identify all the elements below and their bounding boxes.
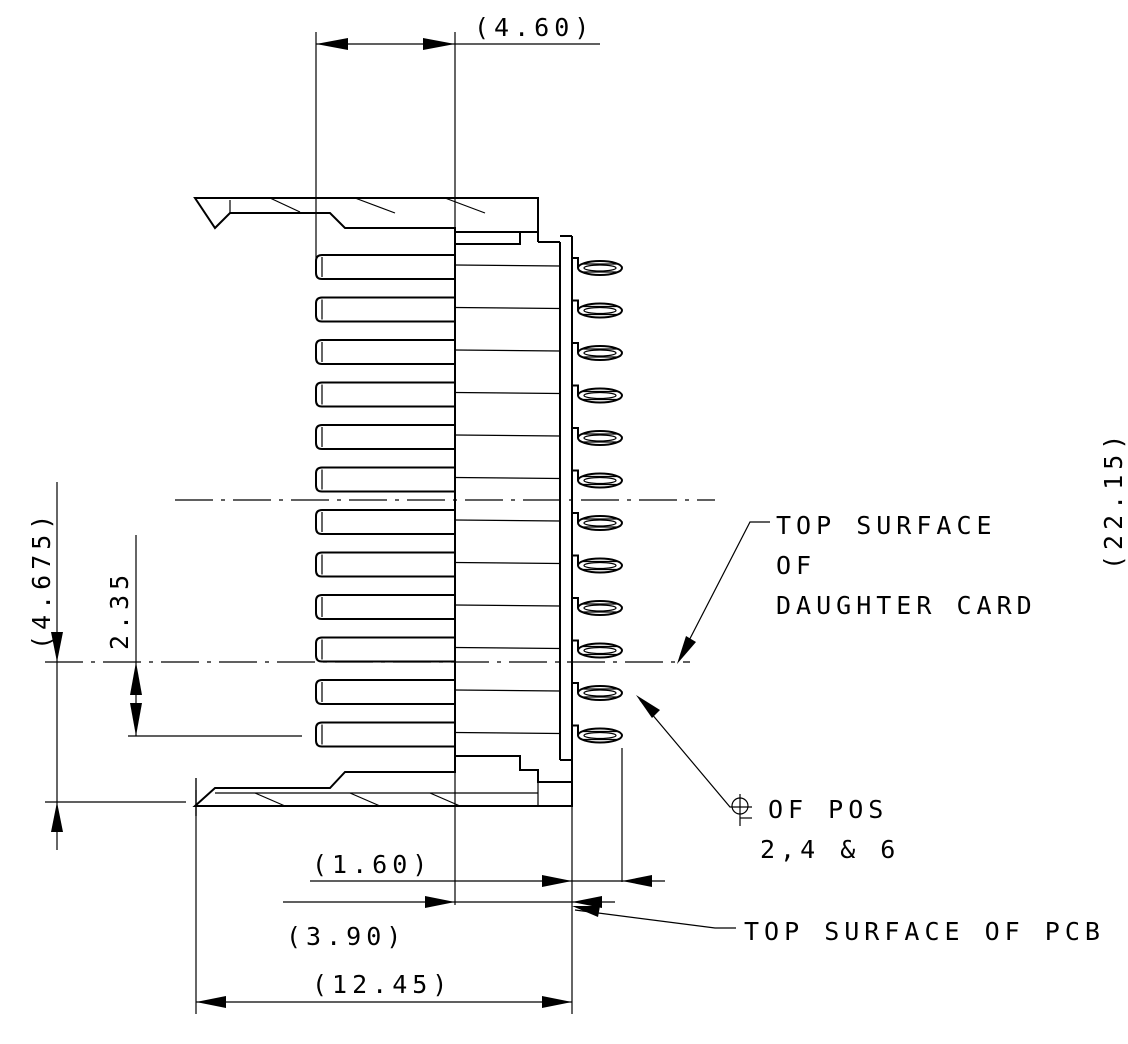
spring-outer bbox=[577, 430, 623, 446]
spring-outer bbox=[577, 345, 623, 361]
contact-blade bbox=[315, 254, 455, 280]
spring-contact bbox=[572, 342, 623, 361]
spring-stem bbox=[572, 469, 579, 481]
spring-outer bbox=[577, 685, 623, 701]
housing-body bbox=[454, 231, 573, 782]
spring-stem bbox=[572, 512, 579, 523]
callout-pcb: TOP SURFACE OF PCB bbox=[744, 917, 1105, 946]
spring-outer bbox=[577, 472, 623, 489]
spring-stem bbox=[572, 639, 579, 651]
spring-stem bbox=[572, 554, 579, 566]
contact-blade bbox=[315, 339, 455, 365]
leader-lines bbox=[572, 521, 770, 929]
contact-lead bbox=[454, 561, 561, 565]
upper-flange bbox=[193, 197, 539, 245]
spring-inner bbox=[583, 604, 617, 612]
callout-centerline-line1: OF POS bbox=[768, 795, 888, 824]
spring-outer bbox=[577, 727, 623, 744]
spring-contacts bbox=[572, 257, 623, 744]
spring-contact bbox=[572, 682, 623, 701]
callout-daughter-line2: OF bbox=[776, 551, 816, 580]
lower-flange bbox=[192, 755, 573, 807]
contact-leads bbox=[454, 264, 561, 735]
contact-blade bbox=[315, 636, 455, 663]
contact-blades bbox=[315, 254, 455, 748]
spring-contact bbox=[572, 639, 623, 659]
spring-contact bbox=[572, 554, 623, 574]
contact-blade bbox=[315, 466, 455, 493]
contact-blade bbox=[315, 721, 455, 748]
contact-blade bbox=[315, 381, 455, 408]
callout-centerline-line2: 2,4 & 6 bbox=[760, 835, 900, 864]
spring-contact bbox=[572, 597, 623, 616]
spring-outer bbox=[577, 642, 623, 659]
spring-inner bbox=[583, 434, 617, 442]
spring-contact bbox=[572, 299, 623, 319]
spring-stem bbox=[572, 427, 579, 438]
spring-stem bbox=[572, 724, 579, 736]
dim-right-edge: (22.15) bbox=[1099, 430, 1128, 570]
spring-stem bbox=[572, 299, 579, 311]
dimension-lines bbox=[51, 38, 665, 1014]
dim-contact-offset: (1.60) bbox=[312, 850, 432, 879]
spring-contact bbox=[572, 724, 623, 744]
spring-inner bbox=[583, 306, 617, 315]
contact-lead bbox=[454, 391, 561, 395]
spring-contact bbox=[572, 427, 623, 446]
spring-outer bbox=[577, 600, 623, 616]
spring-contact bbox=[572, 257, 623, 276]
contact-lead bbox=[454, 731, 561, 735]
spring-contact bbox=[572, 384, 623, 404]
spring-stem bbox=[572, 682, 579, 693]
contact-lead bbox=[454, 646, 561, 650]
contact-lead bbox=[454, 434, 561, 437]
contact-lead bbox=[454, 476, 561, 480]
contact-lead bbox=[454, 604, 561, 607]
spring-contact bbox=[572, 469, 623, 489]
spring-inner bbox=[583, 561, 617, 570]
spring-stem bbox=[572, 342, 579, 353]
contact-blade bbox=[315, 424, 455, 450]
spring-inner bbox=[583, 264, 617, 272]
spring-outer bbox=[577, 260, 623, 276]
dim-pcb-offset: (3.90) bbox=[286, 922, 406, 951]
spring-inner bbox=[583, 689, 617, 697]
spring-inner bbox=[583, 731, 617, 740]
spring-outer bbox=[577, 515, 623, 531]
spring-inner bbox=[583, 646, 617, 655]
spring-contact bbox=[572, 512, 623, 531]
dim-left-height: (4.675) bbox=[27, 510, 56, 650]
extension-lines bbox=[45, 32, 623, 905]
dim-overall-length: (12.45) bbox=[312, 970, 452, 999]
contact-blade bbox=[315, 509, 455, 535]
spring-outer bbox=[577, 557, 623, 574]
spring-inner bbox=[583, 391, 617, 400]
contact-blade bbox=[315, 679, 455, 705]
callout-daughter-line1: TOP SURFACE bbox=[776, 511, 997, 540]
spring-stem bbox=[572, 257, 579, 268]
spring-inner bbox=[583, 519, 617, 527]
spring-outer bbox=[577, 302, 623, 319]
spring-stem bbox=[572, 597, 579, 608]
spring-inner bbox=[583, 349, 617, 357]
contact-blade bbox=[315, 296, 455, 323]
dim-top-width: (4.60) bbox=[474, 13, 594, 42]
contact-lead bbox=[454, 264, 561, 267]
spring-stem bbox=[572, 384, 579, 396]
centerline-symbol bbox=[731, 794, 752, 826]
spring-inner bbox=[583, 476, 617, 485]
contact-blade bbox=[315, 551, 455, 578]
contact-blade bbox=[315, 594, 455, 620]
contact-lead bbox=[454, 306, 561, 310]
spring-outer bbox=[577, 387, 623, 404]
contact-lead bbox=[454, 349, 561, 352]
contact-lead bbox=[454, 689, 561, 692]
callout-daughter-line3: DAUGHTER CARD bbox=[776, 591, 1037, 620]
dim-pitch: 2.35 bbox=[105, 570, 134, 650]
contact-lead bbox=[454, 519, 561, 522]
